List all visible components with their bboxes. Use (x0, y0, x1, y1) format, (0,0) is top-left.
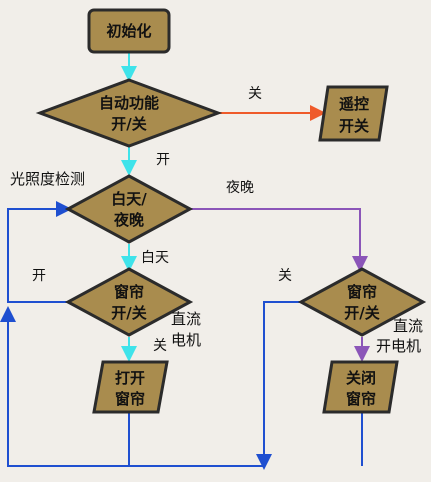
daynight-decision (64, 174, 194, 244)
dc-motor-right-line1: 直流 (393, 317, 423, 335)
on-auto-label: 开 (156, 152, 170, 168)
curtain-left-label-line1: 窗帘 (114, 283, 144, 301)
open-curtain-label-line2: 窗帘 (115, 390, 145, 408)
night-label: 夜晚 (226, 180, 254, 196)
connector-bottom-loop (0, 306, 264, 467)
close-right-label: 关 (278, 268, 292, 284)
curtain-left-label-line2: 开/关 (111, 304, 146, 322)
curtain-left-decision (64, 267, 194, 337)
connector-daynight-night (190, 208, 368, 272)
remote-label-line1: 遥控 (339, 95, 369, 113)
off-auto-label: 关 (248, 86, 262, 102)
connector-left-loop (7, 201, 72, 303)
curtain-right-label-line1: 窗帘 (347, 283, 377, 301)
dc-motor-right-line2: 开电机 (376, 337, 421, 355)
init-label: 初始化 (106, 22, 151, 40)
close-curtain-io (322, 360, 399, 414)
daynight-label-line2: 夜晚 (113, 211, 144, 229)
curtain-right-label-line2: 开/关 (344, 304, 379, 322)
daynight-label-line1: 白天/ (111, 190, 147, 208)
close-left-label: 关 (153, 338, 167, 354)
dc-motor-left-line2: 电机 (171, 331, 201, 349)
close-curtain-label-line2: 窗帘 (346, 390, 376, 408)
connector-right-loop (256, 301, 301, 470)
auto-decision (35, 78, 223, 148)
remote-label-line2: 开关 (339, 117, 369, 135)
auto-label-line1: 自动功能 (99, 94, 159, 112)
light-detect-label: 光照度检测 (10, 170, 85, 188)
open-curtain-io (92, 360, 169, 414)
open-left-label: 开 (32, 268, 46, 284)
open-curtain-label-line1: 打开 (115, 369, 145, 387)
init-node (87, 8, 171, 54)
day-label: 白天 (141, 250, 169, 266)
curtain-right-decision (297, 267, 427, 337)
remote-io (318, 85, 389, 142)
auto-label-line2: 开/关 (111, 115, 146, 133)
dc-motor-left-line1: 直流 (171, 310, 201, 328)
close-curtain-label-line1: 关闭 (346, 369, 376, 387)
